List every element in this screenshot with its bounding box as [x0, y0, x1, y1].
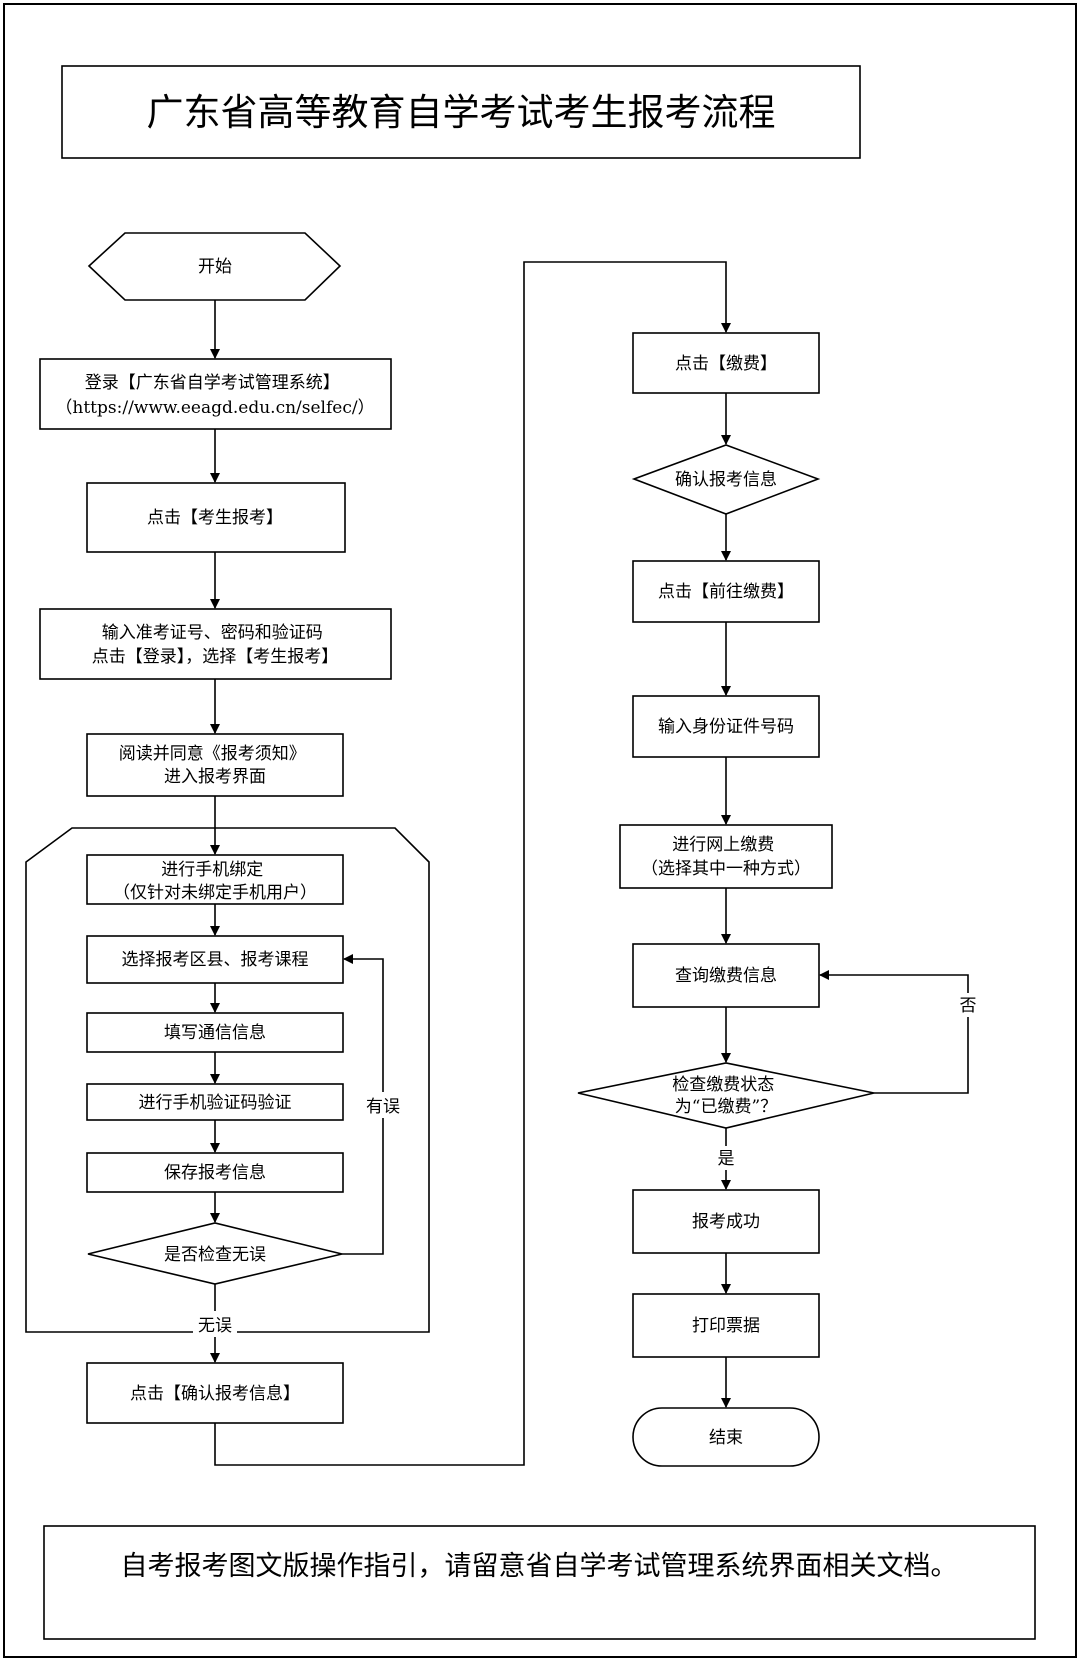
- node-check-status: 检查缴费状态 为“已缴费”？: [577, 1062, 875, 1129]
- svg-text:选择报考区县、报考课程: 选择报考区县、报考课程: [122, 950, 309, 970]
- svg-text:检查缴费状态 为“已缴费”？: 检查缴费状态 为“已缴费”？: [672, 1075, 779, 1117]
- node-click-apply: 点击【考生报考】: [86, 482, 346, 553]
- svg-text:进行网上缴费 （选择其中一种方式）: 进行网上缴费 （选择其中一种方式）: [641, 835, 811, 879]
- node-save-info: 保存报考信息: [86, 1152, 344, 1193]
- svg-text:输入准考证号、密码和验证码 点击【登录】，选择【: 输入准考证号、密码和验证码 点击【登录】，选择【考生报考】: [92, 623, 339, 667]
- svg-text:进行手机绑定 （仅针对未绑定手机用户）: 进行手机绑定 （仅针对未绑定手机用户）: [113, 860, 317, 903]
- svg-text:确认报考信息: 确认报考信息: [675, 470, 777, 490]
- svg-text:阅读并同意《报考须知》 进入报考界面: 阅读并同意《报考须知》 进入报考界面: [119, 744, 311, 787]
- node-apply-success: 报考成功: [632, 1189, 820, 1254]
- label-yes: 是: [718, 1149, 735, 1169]
- svg-text:保存报考信息: 保存报考信息: [164, 1163, 266, 1183]
- label-has-error: 有误: [366, 1097, 400, 1117]
- node-go-pay: 点击【前往缴费】: [632, 560, 820, 623]
- svg-text:报考成功: 报考成功: [692, 1212, 760, 1232]
- node-fill-contact: 填写通信信息: [86, 1012, 344, 1053]
- svg-text:打印票据: 打印票据: [692, 1316, 760, 1336]
- svg-text:结束: 结束: [709, 1428, 743, 1448]
- node-login: 登录【广东省自学考试管理系统】 （https://www.eeagd.edu.c…: [39, 358, 392, 430]
- svg-text:填写通信信息: 填写通信信息: [164, 1023, 266, 1043]
- node-input-id: 输入身份证件号码: [632, 695, 820, 758]
- node-query-pay: 查询缴费信息: [632, 943, 820, 1008]
- svg-text:点击【确认报考信息】: 点击【确认报考信息】: [130, 1384, 300, 1404]
- node-input-credentials: 输入准考证号、密码和验证码 点击【登录】，选择【考生报考】: [39, 608, 392, 680]
- edge-left-to-right: [214, 261, 731, 1466]
- node-select-courses: 选择报考区县、报考课程: [86, 935, 344, 984]
- svg-text:查询缴费信息: 查询缴费信息: [675, 966, 777, 986]
- apply-steps-group-frame: [25, 827, 430, 1333]
- node-end: 结束: [632, 1407, 820, 1467]
- edge-no-loop: [819, 970, 969, 1094]
- page-border: [3, 3, 1077, 1658]
- svg-text:输入身份证件号码: 输入身份证件号码: [658, 717, 794, 737]
- svg-text:登录【广东省自学考试管理系统】 （https:/: 登录【广东省自学考试管理系统】 （https://www.eeagd.edu.c…: [55, 373, 374, 418]
- svg-text:点击【前往缴费】: 点击【前往缴费】: [658, 582, 794, 602]
- svg-text:开始: 开始: [198, 257, 232, 277]
- footer-box: [43, 1525, 1036, 1640]
- node-print-receipt: 打印票据: [632, 1293, 820, 1358]
- title-box: [61, 65, 861, 159]
- footer-note: 自考报考图文版操作指引，请留意省自学考试管理系统界面相关文档。: [121, 1551, 958, 1582]
- node-start: 开始: [87, 232, 342, 301]
- node-read-notice: 阅读并同意《报考须知》 进入报考界面: [86, 733, 344, 797]
- svg-text:点击【缴费】: 点击【缴费】: [675, 354, 777, 374]
- node-check-correct: 是否检查无误: [87, 1222, 343, 1285]
- page-title: 广东省高等教育自学考试考生报考流程: [147, 91, 776, 134]
- node-bind-phone: 进行手机绑定 （仅针对未绑定手机用户）: [86, 854, 344, 905]
- node-sms-verify: 进行手机验证码验证: [86, 1083, 344, 1121]
- node-confirm-info: 确认报考信息: [631, 444, 821, 515]
- node-confirm-info-button: 点击【确认报考信息】: [86, 1362, 344, 1424]
- label-no-error: 无误: [198, 1316, 232, 1336]
- svg-text:点击【考生报考】: 点击【考生报考】: [147, 508, 283, 528]
- label-no: 否: [960, 996, 977, 1016]
- svg-text:是否检查无误: 是否检查无误: [164, 1245, 266, 1265]
- node-online-pay: 进行网上缴费 （选择其中一种方式）: [619, 824, 833, 889]
- svg-text:进行手机验证码验证: 进行手机验证码验证: [139, 1093, 292, 1113]
- node-click-pay: 点击【缴费】: [632, 332, 820, 394]
